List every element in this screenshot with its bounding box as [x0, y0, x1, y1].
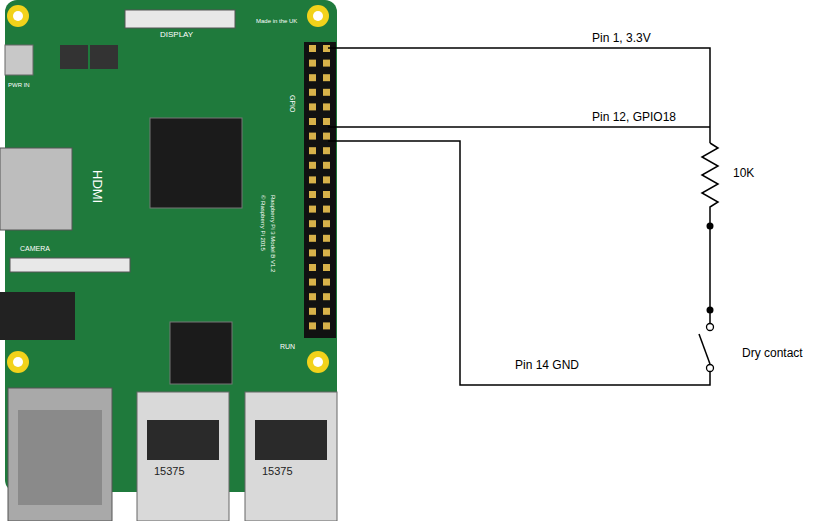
usb-port	[255, 420, 327, 460]
mounting-hole	[313, 11, 323, 21]
silkscreen-text: DISPLAY	[160, 31, 193, 40]
hdmi-port	[0, 148, 72, 230]
header-pin	[309, 308, 316, 315]
silkscreen-text: GPIO	[288, 95, 296, 113]
header-pin	[323, 249, 330, 256]
header-pin	[309, 74, 316, 81]
silkscreen-text: RUN	[280, 343, 295, 351]
wire	[328, 141, 710, 385]
header-pin	[309, 162, 316, 169]
header-pin	[323, 206, 330, 213]
mounting-hole	[313, 357, 323, 367]
ethernet-port	[8, 388, 112, 521]
header-pin	[323, 176, 330, 183]
gpio-header	[304, 42, 336, 338]
mounting-hole	[7, 351, 29, 373]
display-connector	[125, 10, 235, 28]
header-pin	[323, 103, 330, 110]
port-marking: 15375	[154, 465, 185, 477]
silkscreen-text: Made in the UK	[256, 18, 297, 25]
wire	[328, 126, 710, 128]
header-pin	[323, 264, 330, 271]
header-pin	[323, 308, 330, 315]
header-pin	[323, 322, 330, 329]
mounting-hole	[13, 357, 23, 367]
header-pin	[309, 118, 316, 125]
header-pin	[323, 74, 330, 81]
header-pin	[309, 249, 316, 256]
soc-chip	[150, 118, 242, 208]
header-pin	[323, 89, 330, 96]
usb-port	[147, 420, 219, 460]
header-pin	[323, 235, 330, 242]
header-pin	[323, 293, 330, 300]
wiring	[328, 48, 718, 385]
header-pin	[309, 191, 316, 198]
silkscreen-text: HDMI	[90, 170, 104, 203]
header-pin	[309, 264, 316, 271]
header-pin	[309, 322, 316, 329]
header-pin	[323, 133, 330, 140]
resistor-value: 10K	[733, 167, 754, 180]
mounting-hole	[307, 351, 329, 373]
header-pin	[309, 279, 316, 286]
usb-port	[137, 392, 229, 521]
switch-contact	[707, 324, 714, 331]
mounting-hole	[13, 11, 23, 21]
header-pin	[323, 118, 330, 125]
header-pin	[309, 103, 316, 110]
header-pin	[309, 206, 316, 213]
junction-dot	[707, 307, 714, 314]
switch-label: Dry contact	[742, 347, 803, 360]
mounting-hole	[7, 5, 29, 27]
header-pin	[323, 60, 330, 67]
camera-connector	[10, 258, 130, 272]
header-pin	[309, 176, 316, 183]
silkscreen-text: PWR IN	[8, 82, 30, 89]
pin-label: Pin 12, GPIO18	[592, 111, 676, 124]
header-pin	[323, 147, 330, 154]
inductor	[90, 45, 118, 69]
header-pin	[323, 162, 330, 169]
silkscreen-text: © Raspberry Pi 2015	[259, 195, 266, 251]
audio-jack	[0, 292, 75, 340]
header-pin	[309, 147, 316, 154]
header-pin	[309, 60, 316, 67]
switch-symbol	[699, 334, 710, 364]
header-pin	[323, 279, 330, 286]
junction-dot	[707, 223, 714, 230]
usb-port	[245, 392, 337, 521]
header-pin	[309, 133, 316, 140]
port-marking: 15375	[262, 465, 293, 477]
header-pins	[309, 45, 330, 329]
header-pin	[309, 220, 316, 227]
switch-contact	[707, 365, 714, 372]
micro-usb-port	[5, 45, 33, 75]
silkscreen-text: CAMERA	[20, 245, 50, 253]
inductor	[60, 45, 88, 69]
header-pin	[309, 89, 316, 96]
mounting-hole	[307, 5, 329, 27]
resistor-symbol	[702, 143, 718, 226]
usb-chip	[170, 322, 232, 384]
pin-label: Pin 1, 3.3V	[592, 32, 651, 45]
header-pin	[309, 235, 316, 242]
header-pin	[323, 191, 330, 198]
header-pin	[309, 45, 316, 52]
pin-label: Pin 14 GND	[515, 359, 579, 372]
ethernet-port	[18, 410, 102, 505]
silkscreen-text: Raspberry Pi 3 Model B V1.2	[269, 195, 276, 272]
header-pin	[323, 220, 330, 227]
header-pin	[309, 293, 316, 300]
wire	[328, 48, 710, 143]
